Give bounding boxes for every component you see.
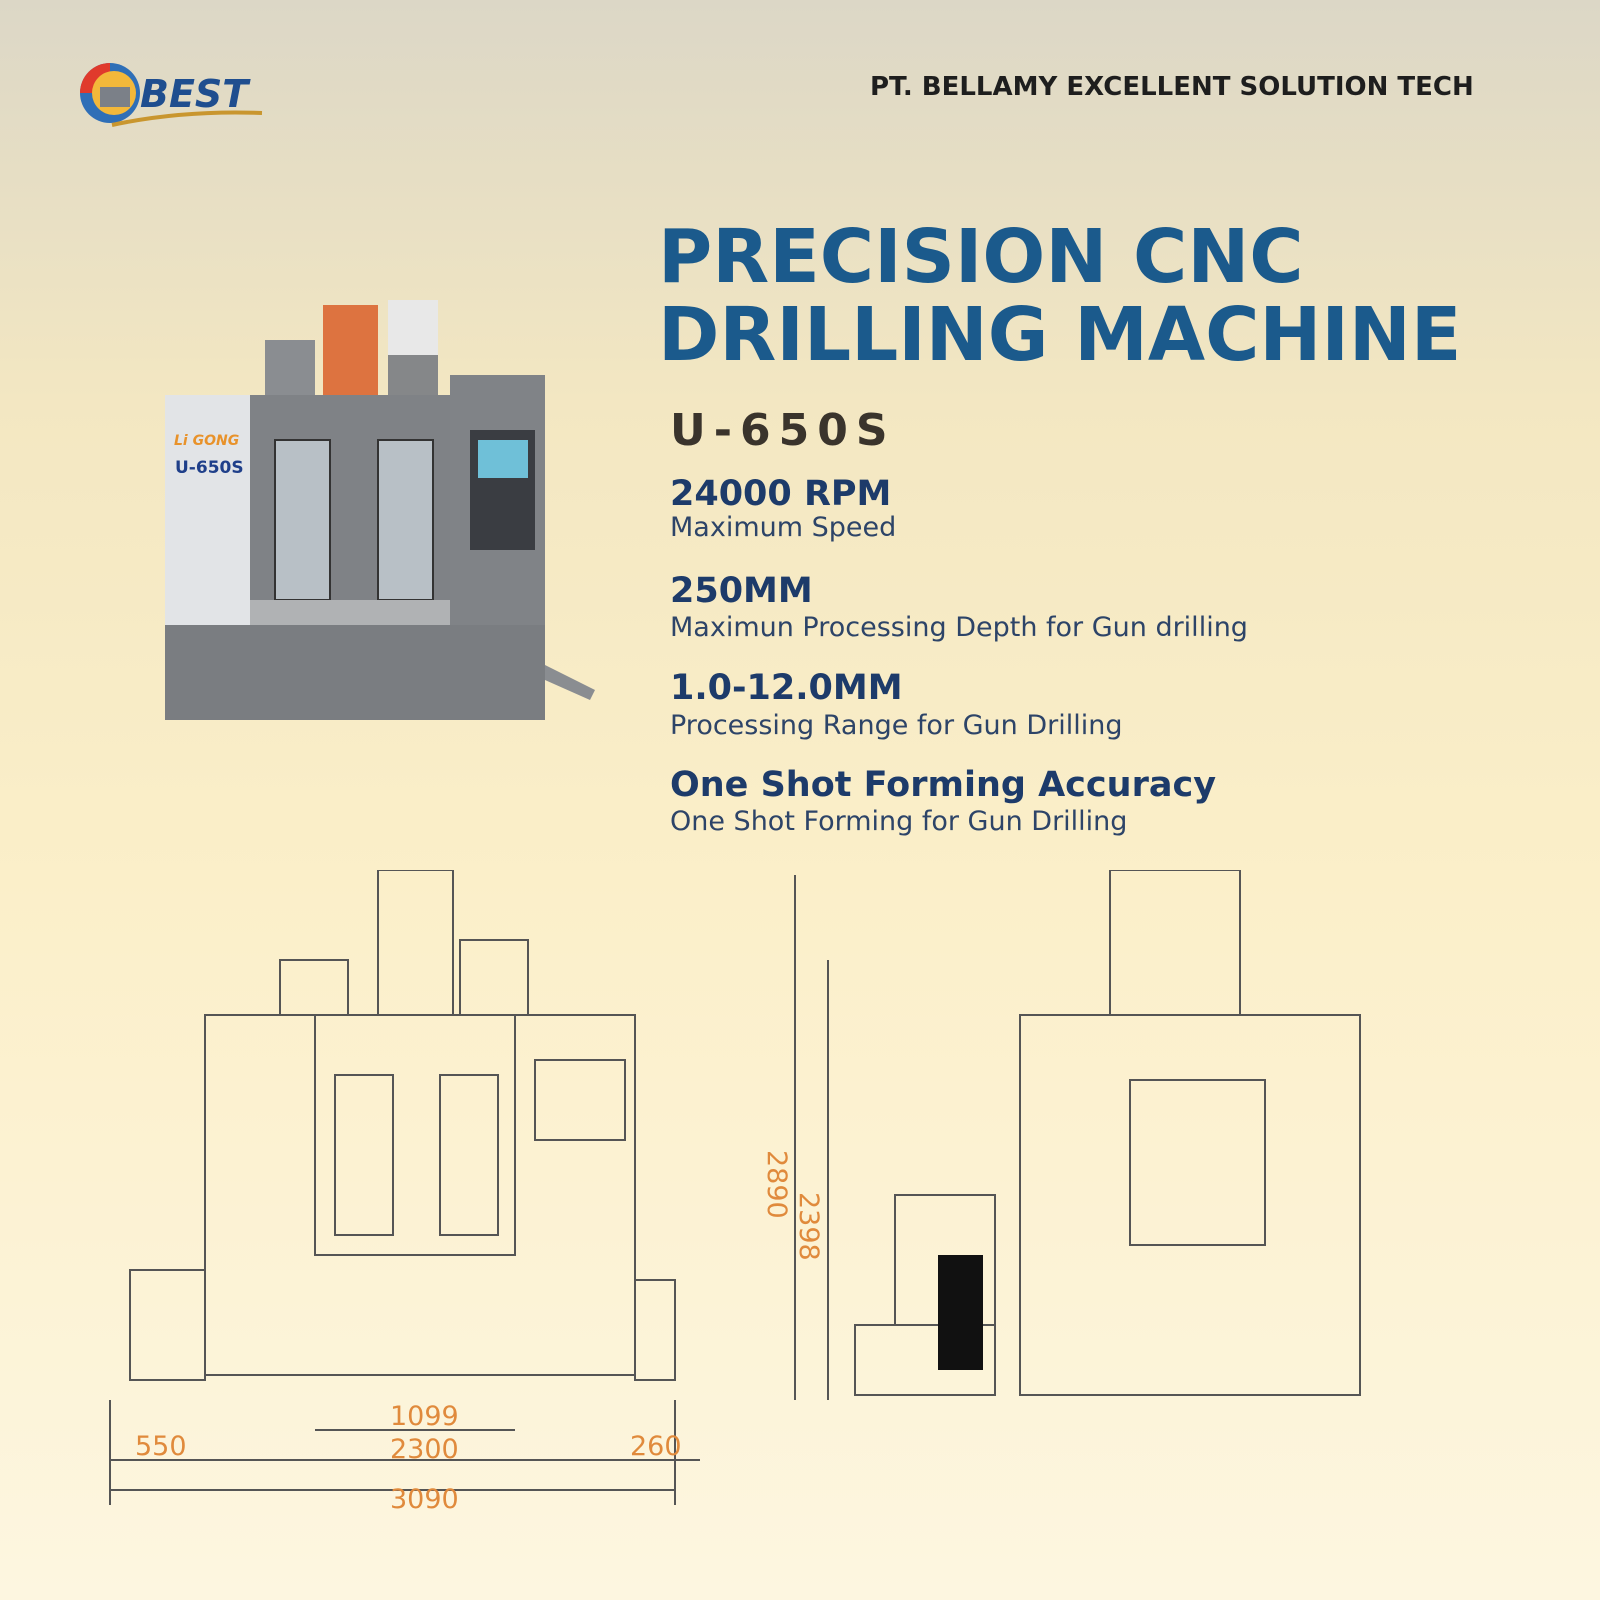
spec-label: Maximum Speed [670,512,897,543]
page-title-line1: PRECISION CNC [658,214,1304,300]
model-number: U-650S [670,405,896,456]
best-logo: BEST [72,55,272,134]
dimension-label: 2398 [793,1192,824,1261]
machine-model-label: U-650S [175,458,244,478]
spec-label: One Shot Forming for Gun Drilling [670,806,1128,837]
dimension-label: 2300 [390,1434,459,1465]
brand-label: Li GONG [174,433,239,449]
dimension-label: 1099 [390,1401,459,1432]
dimension-label: 2890 [761,1150,792,1219]
page-title-line2: DRILLING MACHINE [658,292,1462,378]
dimension-label: 260 [630,1431,682,1462]
spec-value: One Shot Forming Accuracy [670,765,1217,805]
spec-value: 24000 RPM [670,474,892,514]
spec-label: Processing Range for Gun Drilling [670,710,1123,741]
machine-photo: Li GONG U-650S [150,290,610,744]
logo-text: BEST [140,72,251,116]
side-view-drawing: 2890 2398 [760,869,1400,1434]
front-view-drawing: 1099 550 2300 260 3090 [100,869,720,1554]
dimension-label: 3090 [390,1484,459,1515]
spec-value: 1.0-12.0MM [670,668,903,708]
company-name: PT. BELLAMY EXCELLENT SOLUTION TECH [870,72,1474,102]
dimension-label: 550 [135,1431,187,1462]
spec-value: 250MM [670,571,813,611]
spec-label: Maximun Processing Depth for Gun drillin… [670,612,1248,643]
